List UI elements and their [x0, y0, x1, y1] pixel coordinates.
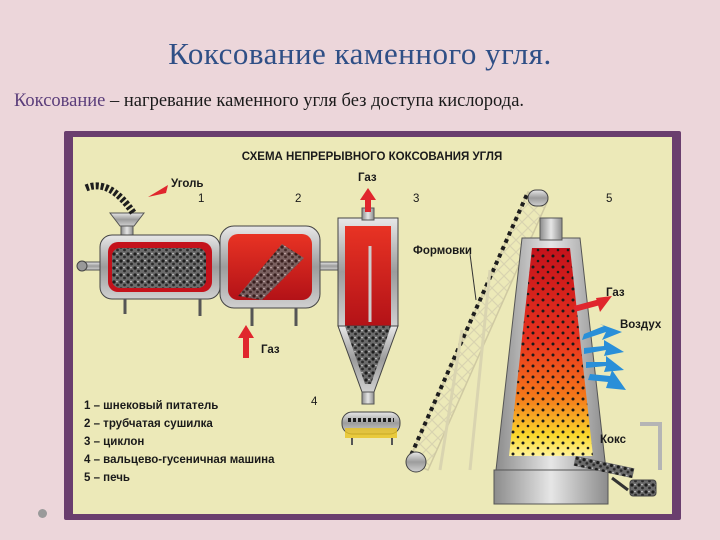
label-gas-top: Газ: [358, 172, 377, 184]
label-formovki: Формовки: [413, 245, 472, 257]
number-4: 4: [311, 396, 318, 408]
gas-in-arrow: [238, 325, 254, 358]
screw-feeder: [77, 213, 220, 316]
label-gas-bottom: Газ: [261, 344, 280, 356]
diagram-title: СХЕМА НЕПРЕРЫВНОГО КОКСОВАНИЯ УГЛЯ: [242, 151, 502, 163]
legend-item: 3 – циклон: [84, 436, 144, 448]
cyclone: [338, 208, 398, 404]
bullet-dot: [38, 509, 47, 518]
number-1: 1: [198, 193, 204, 205]
number-3: 3: [413, 193, 419, 205]
legend-item: 2 – трубчатая сушилка: [84, 418, 213, 430]
legend-item: 5 – печь: [84, 472, 130, 484]
label-coal: Уголь: [171, 178, 203, 190]
number-5: 5: [606, 193, 612, 205]
legend-item: 4 – вальцево-гусеничная машина: [84, 454, 275, 466]
label-gas-right: Газ: [606, 287, 625, 299]
roll-track-machine: [342, 412, 400, 445]
label-air: Воздух: [620, 319, 662, 331]
tube-dryer: [220, 226, 346, 326]
diagram-legend: 1 – шнековый питатель 2 – трубчатая суши…: [84, 400, 275, 484]
label-coke: Кокс: [600, 434, 627, 446]
legend-item: 1 – шнековый питатель: [84, 400, 218, 412]
number-2: 2: [295, 193, 301, 205]
